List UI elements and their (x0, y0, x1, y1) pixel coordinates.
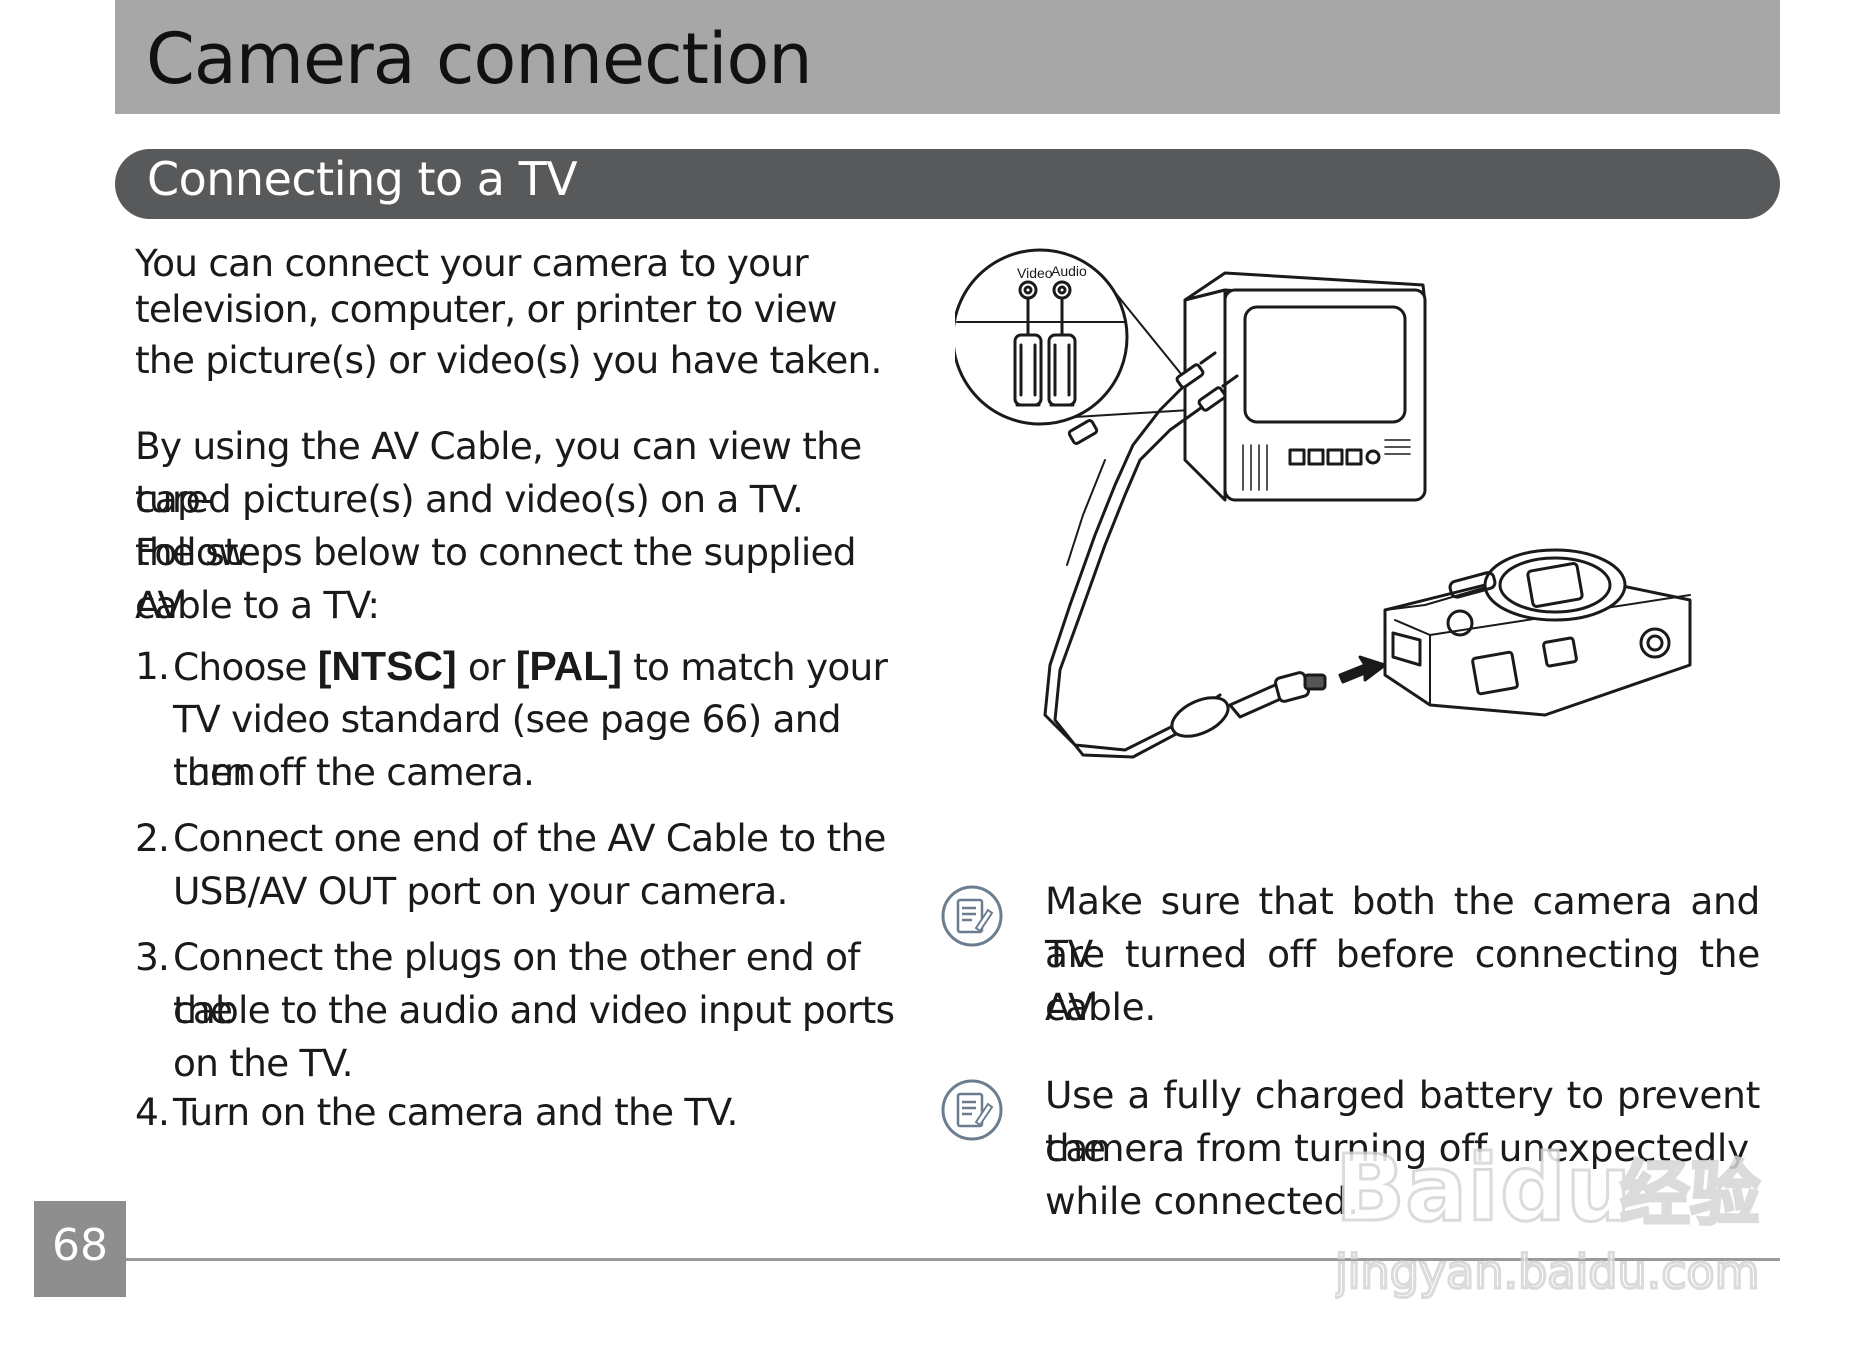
section-title: Connecting to a TV (147, 152, 578, 206)
step-text: or (456, 645, 516, 689)
note-2-line-2: camera from turning off unexpectedly (1045, 1126, 1749, 1170)
step-number: 2. (135, 816, 170, 860)
av-jack-inset: Video Audio (955, 248, 1129, 426)
step-text: Connect one end of the AV Cable to the (173, 816, 886, 860)
note-icon (941, 885, 1003, 947)
intro-line-1: You can connect your camera to your (135, 241, 809, 285)
video-jack-label: Video (1017, 265, 1053, 281)
step-2-line-2: USB/AV OUT port on your camera. (173, 869, 788, 913)
step-number: 3. (135, 935, 170, 979)
intro-line-3: the picture(s) or video(s) you have take… (135, 338, 882, 382)
svg-text:Bai: Bai (1335, 1135, 1499, 1242)
step-1-line-3: turn off the camera. (173, 750, 535, 794)
step-3: 3. Connect the plugs on the other end of… (135, 931, 895, 1037)
step-text: Turn on the camera and the TV. (173, 1090, 738, 1134)
para-line-3: the steps below to connect the supplied … (135, 530, 857, 627)
page-title: Camera connection (146, 18, 813, 100)
step-1-line-2: TV video standard (see page 66) and then (173, 697, 842, 794)
svg-text:经验: 经验 (1620, 1153, 1760, 1235)
ntsc-option: [NTSC] (317, 643, 457, 689)
note-icon (941, 1079, 1003, 1141)
para-line-1: By using the AV Cable, you can view the … (135, 424, 862, 521)
step-number: 1. (135, 644, 170, 688)
step-number: 4. (135, 1090, 170, 1134)
insert-arrow-icon (1338, 655, 1387, 684)
page-number: 68 (52, 1220, 108, 1271)
step-3-line-3: on the TV. (173, 1041, 354, 1085)
step-3-line-2: cable to the audio and video input ports (173, 988, 895, 1032)
step-text: Connect the plugs on the other end of th… (173, 935, 861, 1032)
section-heading-bar (115, 149, 1780, 219)
step-2: 2. Connect one end of the AV Cable to th… (135, 812, 895, 865)
audio-jack-label: Audio (1051, 263, 1087, 279)
step-1: 1. Choose [NTSC] or [PAL] to match your (135, 640, 895, 694)
note-2-line-3: while connected. (1045, 1179, 1359, 1223)
pal-option: [PAL] (515, 643, 622, 689)
svg-text:du: du (1500, 1135, 1631, 1242)
header-bar (115, 0, 1780, 114)
note-1-line-2: are turned off before connecting the AV (1045, 932, 1760, 1029)
para-line-4: cable to a TV: (135, 583, 380, 627)
av-cable (1043, 351, 1327, 759)
footer-rule (126, 1258, 1780, 1261)
step-4: 4. Turn on the camera and the TV. (135, 1086, 895, 1139)
camera-icon (1383, 548, 1692, 717)
page-number-box (34, 1201, 126, 1297)
step-text: Choose (173, 645, 318, 689)
note-1-line-1: Make sure that both the camera and TV (1045, 879, 1760, 976)
camera-tv-connection-illustration: Video Audio (955, 248, 1692, 759)
para-line-2: tured picture(s) and video(s) on a TV. F… (135, 477, 804, 574)
baidu-watermark-logo: Bai du 经验 jingyan.baidu.com (1335, 1134, 1762, 1301)
note-1-line-3: cable. (1045, 985, 1157, 1029)
svg-text:jingyan.baidu.com: jingyan.baidu.com (1335, 1245, 1760, 1299)
step-text: to match your (621, 645, 888, 689)
tv-icon (1183, 271, 1427, 502)
intro-line-2: television, computer, or printer to view (135, 287, 838, 331)
note-2-line-1: Use a fully charged battery to prevent t… (1045, 1073, 1760, 1170)
